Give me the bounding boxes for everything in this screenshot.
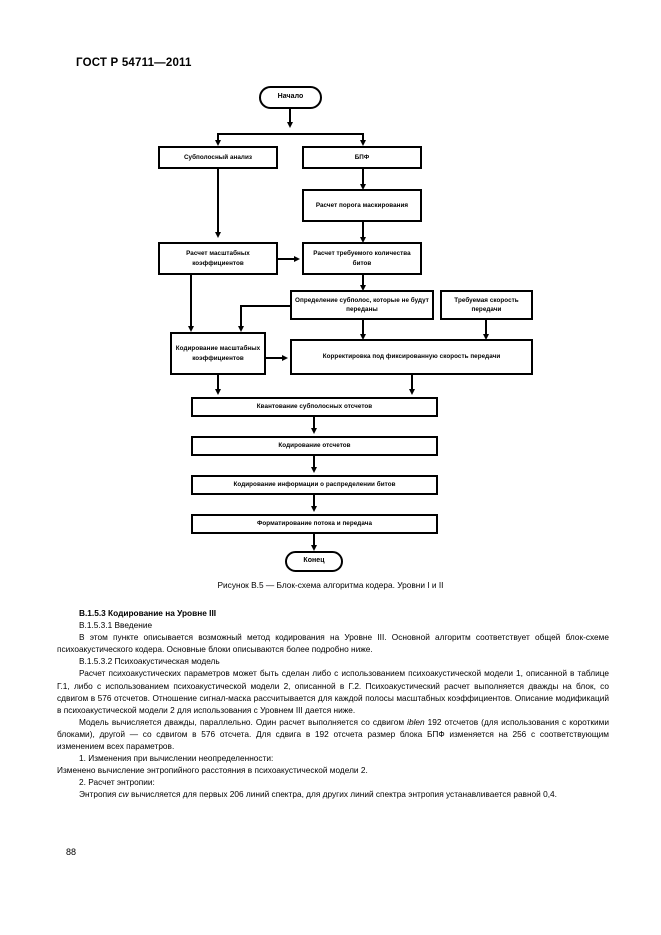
- arrow-bitalloc-to-format: [310, 506, 317, 512]
- list-item-2-text: Энтропия cw вычисляется для первых 206 л…: [57, 788, 609, 800]
- flow-node-format-stream: Форматирование потока и передача: [191, 514, 438, 534]
- list-item-2-text-part2: вычисляется для первых 206 линий спектра…: [128, 789, 557, 800]
- arrow-scalefactors-to-bits: [294, 255, 300, 262]
- flow-node-end: Конец: [285, 551, 343, 572]
- connector-quantize-down: [313, 417, 315, 431]
- paragraph-model-parallel: Модель вычисляется дважды, параллельно. …: [57, 716, 609, 752]
- list-item-2-title: 2. Расчет энтропии:: [79, 777, 155, 788]
- figure-caption: Рисунок В.5 — Блок-схема алгоритма кодер…: [217, 580, 444, 590]
- flow-node-quantize-samples: Квантование субполосных отсчетов: [191, 397, 438, 417]
- flow-node-encode-scale-factors: Кодирование масштабных коэффициентов: [170, 332, 266, 375]
- list-item-2-text-part1: Энтропия: [79, 789, 119, 800]
- arrow-subbands-to-encode: [237, 326, 244, 332]
- body-text: В.1.5.3 Кодирование на Уровне III В.1.5.…: [57, 607, 609, 801]
- connector-encode-to-correction: [266, 357, 284, 359]
- flow-node-start: Начало: [259, 86, 322, 109]
- arrow-scalefactors-to-encode: [187, 326, 194, 332]
- arrow-encode-to-correction: [282, 354, 288, 361]
- connector-subbands-down: [362, 320, 364, 337]
- page-number: 88: [66, 847, 77, 857]
- connector-correction-down: [411, 375, 413, 392]
- subsection-heading-psychoacoustic: В.1.5.3.2 Психоакустическая модель: [79, 656, 220, 667]
- flow-node-required-bits: Расчет требуемого количества битов: [302, 242, 422, 275]
- arrow-encode-to-quantize: [214, 389, 221, 395]
- arrow-subbands-to-correction: [359, 334, 366, 340]
- connector-masking-down: [362, 222, 364, 240]
- flow-node-encode-samples: Кодирование отсчетов: [191, 436, 438, 456]
- arrow-to-fft: [359, 140, 366, 146]
- flow-node-scale-factors: Расчет масштабных коэффициентов: [158, 242, 278, 275]
- connector-encode-down: [217, 375, 219, 392]
- connector-subbands-left-down: [240, 305, 242, 328]
- connector-split-bus: [217, 133, 364, 135]
- list-item-1-text: Изменено вычисление энтропийного расстоя…: [57, 765, 368, 776]
- arrow-subband-to-scalefactors: [214, 232, 221, 238]
- list-item-1-title: 1. Изменения при вычислении неопределенн…: [79, 753, 274, 764]
- flow-node-subband-analysis: Субполосный анализ: [158, 146, 278, 169]
- connector-start-down: [289, 109, 291, 125]
- paragraph-model-parallel-part2: 192 отсчетов (для использования с коротк…: [57, 716, 610, 752]
- arrow-bitrate-to-correction: [482, 334, 489, 340]
- standard-header: ГОСТ Р 54711—2011: [76, 57, 192, 69]
- arrow-start-down: [286, 122, 293, 128]
- section-heading: В.1.5.3 Кодирование на Уровне III: [79, 608, 217, 618]
- connector-encode-samples-down: [313, 456, 315, 470]
- flow-node-encode-bit-allocation: Кодирование информации о распределении б…: [191, 475, 438, 495]
- paragraph-psychoacoustic-model: Расчет психоакустических параметров може…: [57, 668, 609, 715]
- arrow-masking-to-bits: [359, 237, 366, 243]
- flow-node-subbands-not-transmitted: Определение субполос, которые не будут п…: [290, 290, 434, 320]
- flow-node-required-bitrate: Требуемая скорость передачи: [440, 290, 533, 320]
- connector-bitrate-down: [485, 320, 487, 337]
- arrow-bits-to-subbands: [359, 285, 366, 291]
- connector-scalefactors-down: [190, 275, 192, 328]
- connector-scalefactors-to-bits: [278, 258, 296, 260]
- flow-node-masking-threshold: Расчет порога маскирования: [302, 189, 422, 222]
- connector-bus-right-down: [362, 133, 364, 142]
- subsection-heading-intro: В.1.5.3.1 Введение: [79, 620, 153, 631]
- connector-format-down: [313, 534, 315, 548]
- encoder-algorithm-flowchart: Начало Субполосный анализ БПФ Расчет пор…: [158, 86, 533, 572]
- arrow-encode-samples-to-bitalloc: [310, 467, 317, 473]
- connector-bits-down: [362, 275, 364, 289]
- variable-cw: cw: [118, 789, 129, 800]
- connector-subband-down: [217, 169, 219, 234]
- variable-iblen: iblen: [407, 716, 425, 727]
- arrow-correction-to-quantize: [408, 389, 415, 395]
- flow-node-fixed-rate-correction: Корректировка под фиксированную скорость…: [290, 339, 533, 375]
- flow-node-fft: БПФ: [302, 146, 422, 169]
- connector-fft-down: [362, 169, 364, 186]
- arrow-to-subband: [214, 140, 221, 146]
- connector-subbands-left: [240, 305, 292, 307]
- arrow-fft-to-masking: [359, 184, 366, 190]
- arrow-format-to-end: [310, 545, 317, 551]
- paragraph-intro: В этом пункте описывается возможный мето…: [57, 632, 609, 655]
- arrow-quantize-to-encode-samples: [310, 428, 317, 434]
- connector-bitalloc-down: [313, 495, 315, 509]
- connector-bus-left-down: [217, 133, 219, 142]
- paragraph-model-parallel-part1: Модель вычисляется дважды, параллельно. …: [79, 716, 408, 727]
